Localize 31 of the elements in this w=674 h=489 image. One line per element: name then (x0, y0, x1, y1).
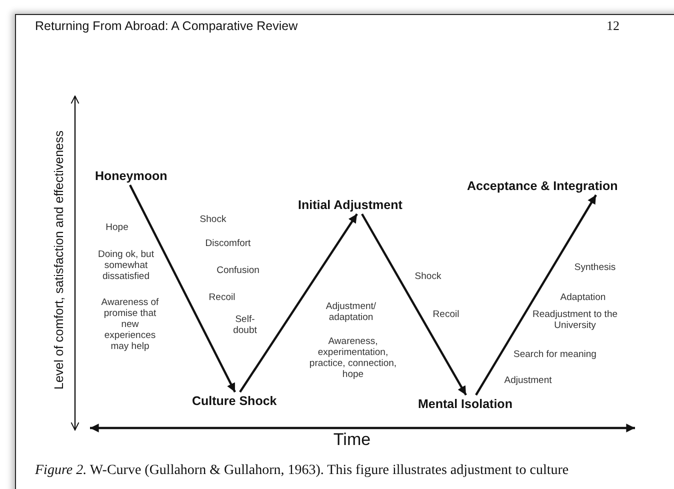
axis-title: Time (332, 430, 372, 450)
stage-description: Synthesis (573, 262, 617, 273)
stage-description: Awareness of promise that new experiences may help (100, 297, 160, 352)
stage-label: Mental Isolation (418, 397, 512, 411)
arrow (239, 213, 358, 393)
stage-description: Adaptation (559, 292, 607, 303)
axis-title: Level of comfort, satisfaction and effectiveness (52, 130, 66, 392)
stage-description: Self-doubt (232, 314, 258, 336)
stage-description: Adjustment/ adaptation (324, 301, 378, 323)
arrow (129, 184, 236, 392)
stage-description: Adjustment (503, 375, 553, 386)
arrow (475, 194, 597, 396)
stage-description: Discomfort (204, 238, 252, 249)
stage-description: Confusion (216, 265, 260, 276)
figure-caption: Figure 2. W-Curve (Gullahorn & Gullahorn, 1963). This figure illustrates adjustment to culture (35, 463, 569, 479)
stage-description: Hope (104, 222, 130, 233)
stage-description: Doing ok, but somewhat dissatisfied (97, 249, 155, 282)
stage-description: Recoil (432, 309, 460, 320)
running-header: Returning From Abroad: A Comparative Review (35, 19, 299, 33)
stage-description: Awareness, experimentation, practice, connection, hope (308, 336, 398, 380)
stage-description: Search for meaning (512, 349, 598, 360)
arrow (361, 213, 467, 396)
stage-description: Shock (414, 271, 442, 282)
stage-description: Recoil (208, 292, 236, 303)
stage-description: Shock (198, 214, 228, 225)
stage-label: Acceptance & Integration (467, 179, 618, 193)
page-number: 12 (606, 19, 620, 33)
stage-label: Initial Adjustment (298, 198, 402, 212)
stage-label: Honeymoon (95, 169, 168, 183)
stage-label: Culture Shock (192, 394, 277, 408)
stage-description: Readjustment to the University (531, 309, 619, 331)
